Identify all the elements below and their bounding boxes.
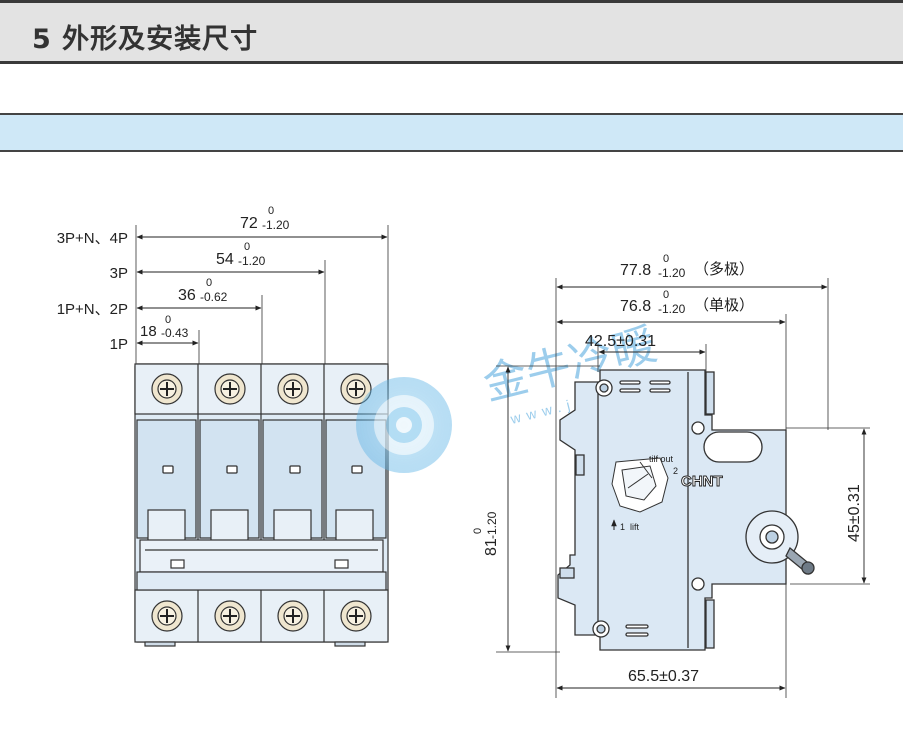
- svg-text:（单极）: （单极）: [694, 296, 754, 314]
- dim-42-5: 42.5±0.31: [585, 333, 656, 350]
- dim-77-8: 77.8 0 -1.20 （多极）: [620, 253, 754, 280]
- svg-text:0: 0: [472, 528, 484, 534]
- breaker-side: [557, 369, 815, 651]
- trip-mechanism: [611, 457, 669, 513]
- svg-text:36: 36: [178, 287, 196, 304]
- row-label-4p: 3P+N、4P: [57, 230, 128, 247]
- svg-text:0: 0: [206, 277, 212, 289]
- dim-65-5: 65.5±0.37: [628, 668, 699, 685]
- svg-text:-0.62: -0.62: [200, 290, 228, 304]
- row-label-2p: 1P+N、2P: [57, 301, 128, 318]
- terminal-screws-top: [151, 373, 372, 405]
- svg-text:-1.20: -1.20: [262, 218, 290, 232]
- svg-text:76.8: 76.8: [620, 298, 651, 315]
- dimension-drawing: 3P+N、4P 3P 1P+N、2P 1P 72 0 -1.20 54 0: [57, 205, 870, 698]
- svg-text:-1.20: -1.20: [658, 302, 686, 316]
- svg-text:（多极）: （多极）: [694, 260, 754, 278]
- svg-text:0: 0: [165, 314, 171, 326]
- svg-text:0: 0: [244, 241, 250, 253]
- side-view: 77.8 0 -1.20 （多极） 76.8 0 -1.20 （单极） 42.5…: [472, 253, 870, 698]
- svg-text:81: 81: [483, 538, 500, 556]
- dim-81: 81 0 -1.20: [472, 511, 500, 556]
- dim-54: 54 0 -1.20: [216, 241, 266, 268]
- dim-45: 45±0.31: [846, 484, 863, 542]
- svg-text:-1.20: -1.20: [658, 266, 686, 280]
- svg-text:0: 0: [268, 205, 274, 217]
- dim-36: 36 0 -0.62: [178, 277, 228, 304]
- svg-text:0: 0: [663, 253, 669, 265]
- svg-text:77.8: 77.8: [620, 262, 651, 279]
- svg-text:-1.20: -1.20: [238, 254, 266, 268]
- lift-label: lift: [630, 522, 639, 532]
- svg-text:-0.43: -0.43: [161, 326, 189, 340]
- row-label-3p: 3P: [110, 265, 128, 282]
- dim-72: 72 0 -1.20: [240, 205, 290, 232]
- svg-text:0: 0: [663, 289, 669, 301]
- trip-num-2: 2: [673, 466, 678, 476]
- svg-text:18: 18: [140, 323, 157, 340]
- brand-logo: CHNT: [681, 473, 723, 490]
- row-label-1p: 1P: [110, 336, 128, 353]
- terminal-screws-bottom: [151, 600, 372, 632]
- section-header: 5 外形及安装尺寸: [0, 0, 903, 64]
- svg-text:54: 54: [216, 251, 234, 268]
- dim-18: 18 0 -0.43: [140, 314, 189, 340]
- trip-label: tilf out: [649, 454, 674, 464]
- front-view: 3P+N、4P 3P 1P+N、2P 1P 72 0 -1.20 54 0: [57, 205, 389, 647]
- dim-76-8: 76.8 0 -1.20 （单极）: [620, 289, 754, 316]
- blue-band: [0, 113, 903, 152]
- diagram-area: 3P+N、4P 3P 1P+N、2P 1P 72 0 -1.20 54 0: [0, 152, 903, 734]
- svg-text:72: 72: [240, 215, 258, 232]
- lift-num-1: 1: [620, 522, 625, 532]
- section-title: 5 外形及安装尺寸: [32, 24, 259, 55]
- svg-text:-1.20: -1.20: [485, 511, 499, 539]
